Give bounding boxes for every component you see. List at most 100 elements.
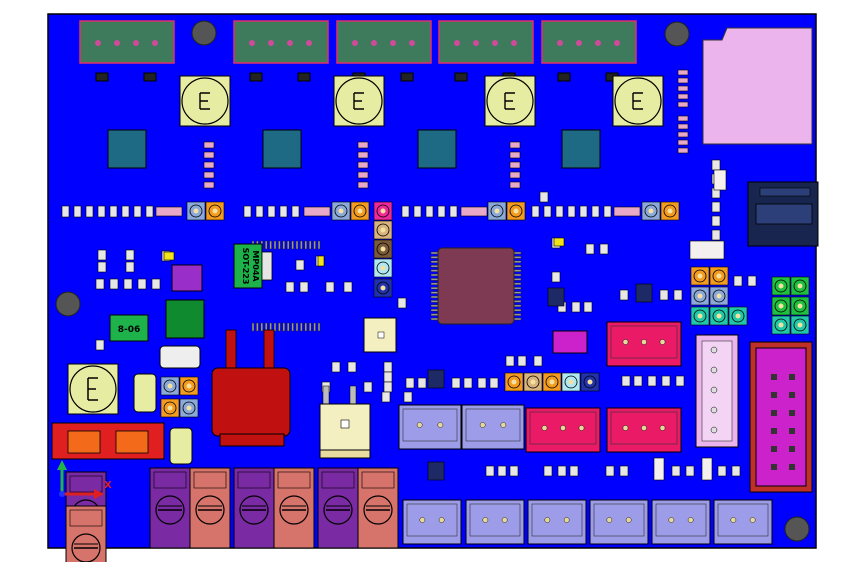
- capacitor: [449, 205, 458, 218]
- smd-part: [675, 375, 685, 387]
- smd-part: [325, 281, 335, 293]
- smd-part: [343, 281, 353, 293]
- mcu-pin: [295, 322, 299, 332]
- idc-pin: [789, 410, 795, 416]
- smd-part: [95, 339, 105, 351]
- regulator-label-2: MP04A: [251, 250, 260, 282]
- pin-header-pin: [205, 201, 225, 221]
- resistor: [203, 171, 215, 179]
- smd-part: [621, 375, 631, 387]
- mcu-pin: [278, 240, 281, 250]
- resistor: [203, 181, 215, 189]
- smd-part: [685, 465, 695, 477]
- capacitor: [255, 205, 264, 218]
- resistor: [509, 181, 521, 189]
- smd-part: [647, 375, 657, 387]
- idc-pin: [771, 410, 777, 416]
- idc-pin: [771, 374, 777, 380]
- resistor: [677, 139, 689, 146]
- capacitor: [61, 205, 70, 218]
- mounting-holes: [55, 20, 810, 542]
- inductor: [165, 299, 205, 339]
- smd-part: [109, 278, 119, 290]
- purple-ic: [171, 264, 203, 292]
- resistor: [357, 181, 369, 189]
- mcu-pin: [282, 322, 286, 332]
- resistor: [677, 101, 689, 108]
- driver-chip-4: [561, 129, 601, 169]
- small-ic: [547, 287, 565, 307]
- capacitor: [73, 205, 82, 218]
- smd-part: [137, 278, 147, 290]
- screw-terminals: [65, 467, 399, 562]
- pin-header-pin: [160, 398, 180, 418]
- mcu-pin: [295, 240, 299, 250]
- pin-header-pin: [690, 266, 710, 286]
- mcu-pin: [256, 322, 259, 332]
- fuse: [169, 427, 193, 465]
- mounting-hole-top-left: [191, 20, 217, 46]
- smd-part: [363, 381, 373, 393]
- driver-potentiometers: [179, 75, 664, 127]
- smd-part: [619, 465, 629, 477]
- sd-card-slot: [702, 27, 813, 145]
- smd-part: [405, 377, 415, 389]
- resistor: [677, 77, 689, 84]
- resistor: [357, 151, 369, 159]
- pin-header-pin: [542, 372, 562, 392]
- capacitor: [567, 205, 576, 218]
- pin-header-pin: [771, 315, 791, 335]
- mcu-pin: [313, 240, 316, 250]
- mcu-pin: [300, 322, 303, 332]
- capacitor: [109, 205, 118, 218]
- smd-part: [295, 259, 305, 271]
- pin-header-pin: [504, 372, 524, 392]
- mcu-pin: [269, 240, 272, 250]
- smd-part: [463, 377, 473, 389]
- red-relay: [211, 329, 291, 447]
- mcu-pin: [278, 322, 281, 332]
- resistor: [509, 161, 521, 169]
- motor-header-1: [79, 20, 175, 82]
- vertical-connector: [695, 334, 739, 448]
- smd-part: [711, 201, 721, 213]
- pin-header-pin: [331, 201, 351, 221]
- resistor: [203, 161, 215, 169]
- pin-header-pin: [523, 372, 543, 392]
- fuse-holder: [51, 422, 165, 460]
- pin-header-pin: [790, 276, 810, 296]
- smd-part: [505, 355, 515, 367]
- small-ic: [427, 369, 445, 389]
- mcu-chip: [251, 240, 522, 332]
- smd-part: [125, 261, 135, 273]
- smd-part: [397, 297, 407, 309]
- capacitor: [97, 205, 106, 218]
- smd-part: [569, 465, 579, 477]
- pin-header-pin: [373, 201, 393, 221]
- driver-chip-2: [262, 129, 302, 169]
- capacitor: [145, 205, 154, 218]
- smd-part: [331, 361, 341, 373]
- diode: [713, 169, 727, 191]
- pin-header-pin: [179, 376, 199, 396]
- small-ic: [427, 461, 445, 481]
- mcu-pin: [291, 322, 294, 332]
- capacitor: [555, 205, 564, 218]
- green-module: 8-06: [109, 314, 149, 342]
- smd-part: [731, 465, 741, 477]
- smd-part: [583, 301, 593, 313]
- power-connector-1: [606, 321, 682, 367]
- resistor-array: [155, 206, 183, 217]
- smd-part: [659, 289, 669, 301]
- smd-part: [451, 377, 461, 389]
- smd-part: [123, 278, 133, 290]
- smd-part: [619, 289, 629, 301]
- mcu-pin: [308, 240, 312, 250]
- smd-part: [747, 275, 757, 287]
- smd-part: [417, 377, 427, 389]
- pin-header-pin: [660, 201, 680, 221]
- vertical-connector-pin: [710, 406, 718, 414]
- smd-part: [539, 191, 549, 203]
- mcu-pin: [313, 322, 316, 332]
